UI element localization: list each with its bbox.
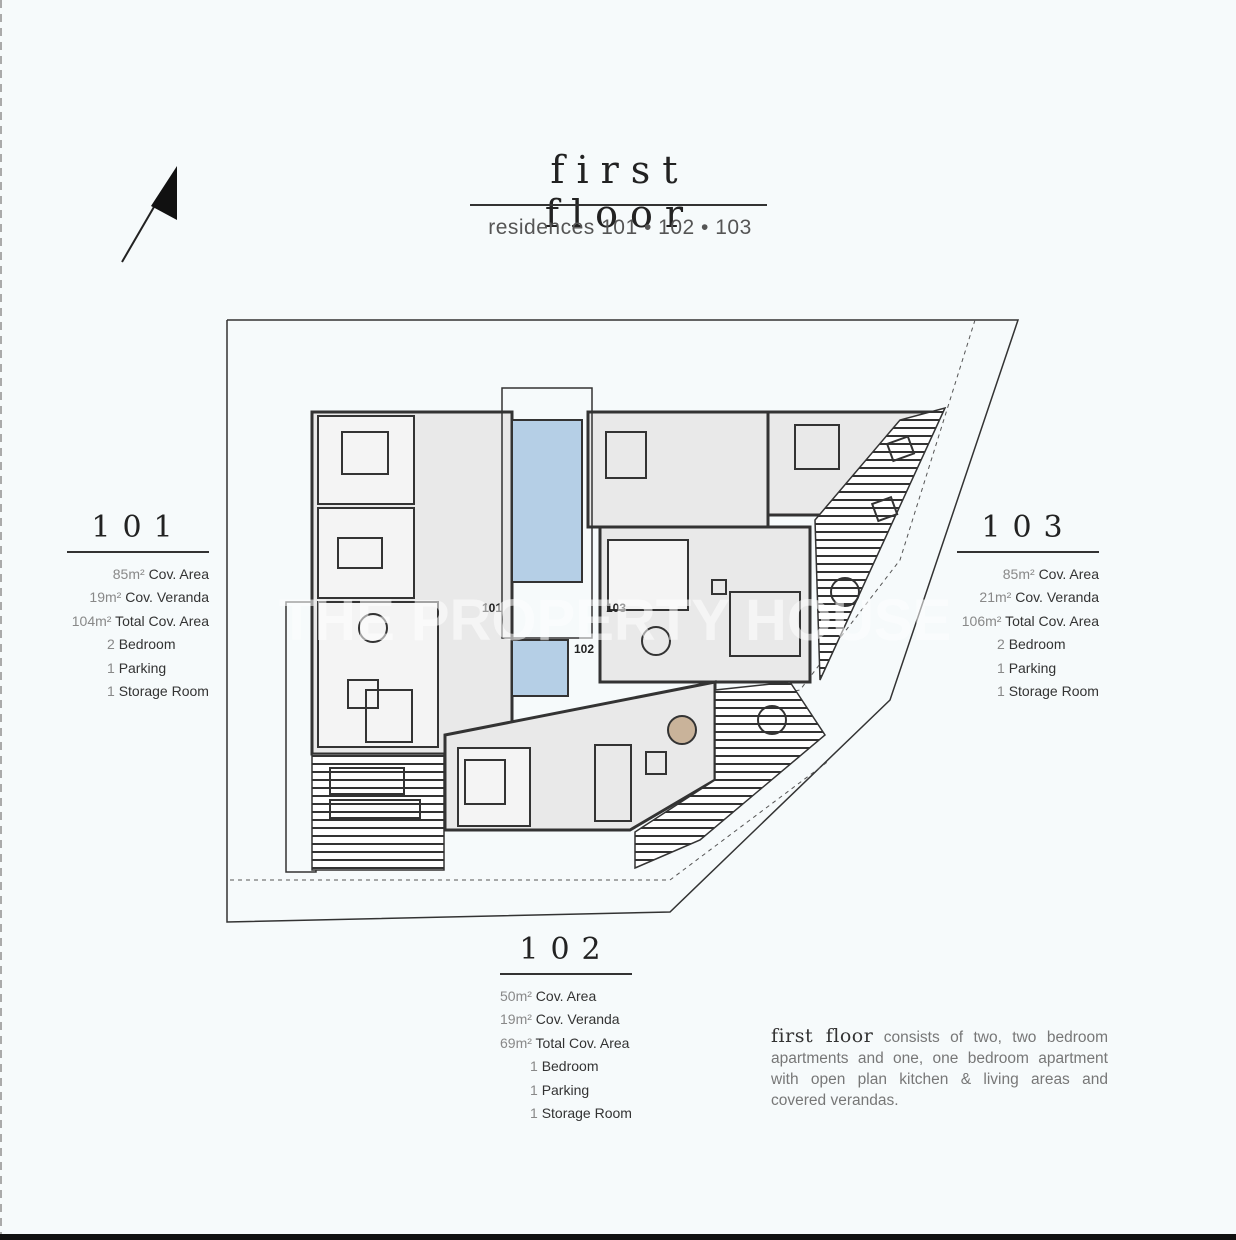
page-subtitle: residences 101 • 102 • 103 <box>488 216 752 239</box>
spec-row: 2 Bedroom <box>997 636 1066 653</box>
spec-row: 21m² Cov. Veranda <box>979 589 1099 606</box>
spec-row: 1 Parking <box>107 659 167 676</box>
unit-divider <box>500 973 632 975</box>
unit-102-spec: 102 50m² Cov. Area 19m² Cov. Veranda 69m… <box>500 932 632 1125</box>
spec-row: 1 Storage Room <box>997 683 1099 700</box>
spec-row: 69m² Total Cov. Area <box>500 1034 630 1051</box>
spec-row: 104m² Total Cov. Area <box>71 612 209 629</box>
veranda-103 <box>814 406 947 681</box>
furniture <box>329 424 916 822</box>
plan-label-103: 103 <box>606 601 626 615</box>
stair-core <box>511 419 583 697</box>
unit-103-spec: 103 85m² Cov. Area 21m² Cov. Veranda 106… <box>957 510 1099 703</box>
spec-row: 1 Parking <box>530 1081 590 1098</box>
page-title: first floor <box>544 148 696 236</box>
unit-101-title: 101 <box>91 510 185 545</box>
spec-row: 19m² Cov. Veranda <box>500 1011 620 1028</box>
spec-row: 1 Parking <box>997 659 1057 676</box>
verandas <box>311 406 947 871</box>
spec-row: 1 Storage Room <box>107 683 209 700</box>
spec-row: 106m² Total Cov. Area <box>961 612 1099 629</box>
spec-row: 19m² Cov. Veranda <box>89 589 209 606</box>
title-divider <box>470 204 767 206</box>
description-body: consists of two, two bedroom apartments … <box>771 1029 1109 1109</box>
plan-label-101: 101 <box>482 601 502 615</box>
description-lead: first floor <box>771 1025 874 1047</box>
plan-label-102: 102 <box>574 642 594 656</box>
spec-row: 1 Storage Room <box>530 1105 632 1122</box>
unit-103-bedrooms <box>586 410 770 529</box>
floor-description: first floor consists of two, two bedroom… <box>771 1026 1108 1111</box>
unit-103-title: 103 <box>981 510 1075 545</box>
site-boundary <box>226 319 1020 923</box>
spec-row: 85m² Cov. Area <box>1002 566 1099 582</box>
unit-101-spec: 101 85m² Cov. Area 19m² Cov. Veranda 104… <box>67 510 209 703</box>
spec-row: 2 Bedroom <box>107 636 176 653</box>
unit-102-title: 102 <box>519 932 613 967</box>
veranda-101 <box>311 753 445 871</box>
unit-divider <box>67 551 209 553</box>
north-arrow-icon <box>121 166 177 263</box>
veranda-102 <box>634 681 826 870</box>
bottom-bar <box>0 1234 1236 1240</box>
watermark: THE PROPERTY HOUSE <box>279 588 952 653</box>
spec-row: 85m² Cov. Area <box>112 566 209 582</box>
spec-row: 1 Bedroom <box>530 1058 599 1075</box>
unit-divider <box>957 551 1099 553</box>
page-edge <box>0 0 2 1234</box>
spec-row: 50m² Cov. Area <box>500 988 597 1004</box>
